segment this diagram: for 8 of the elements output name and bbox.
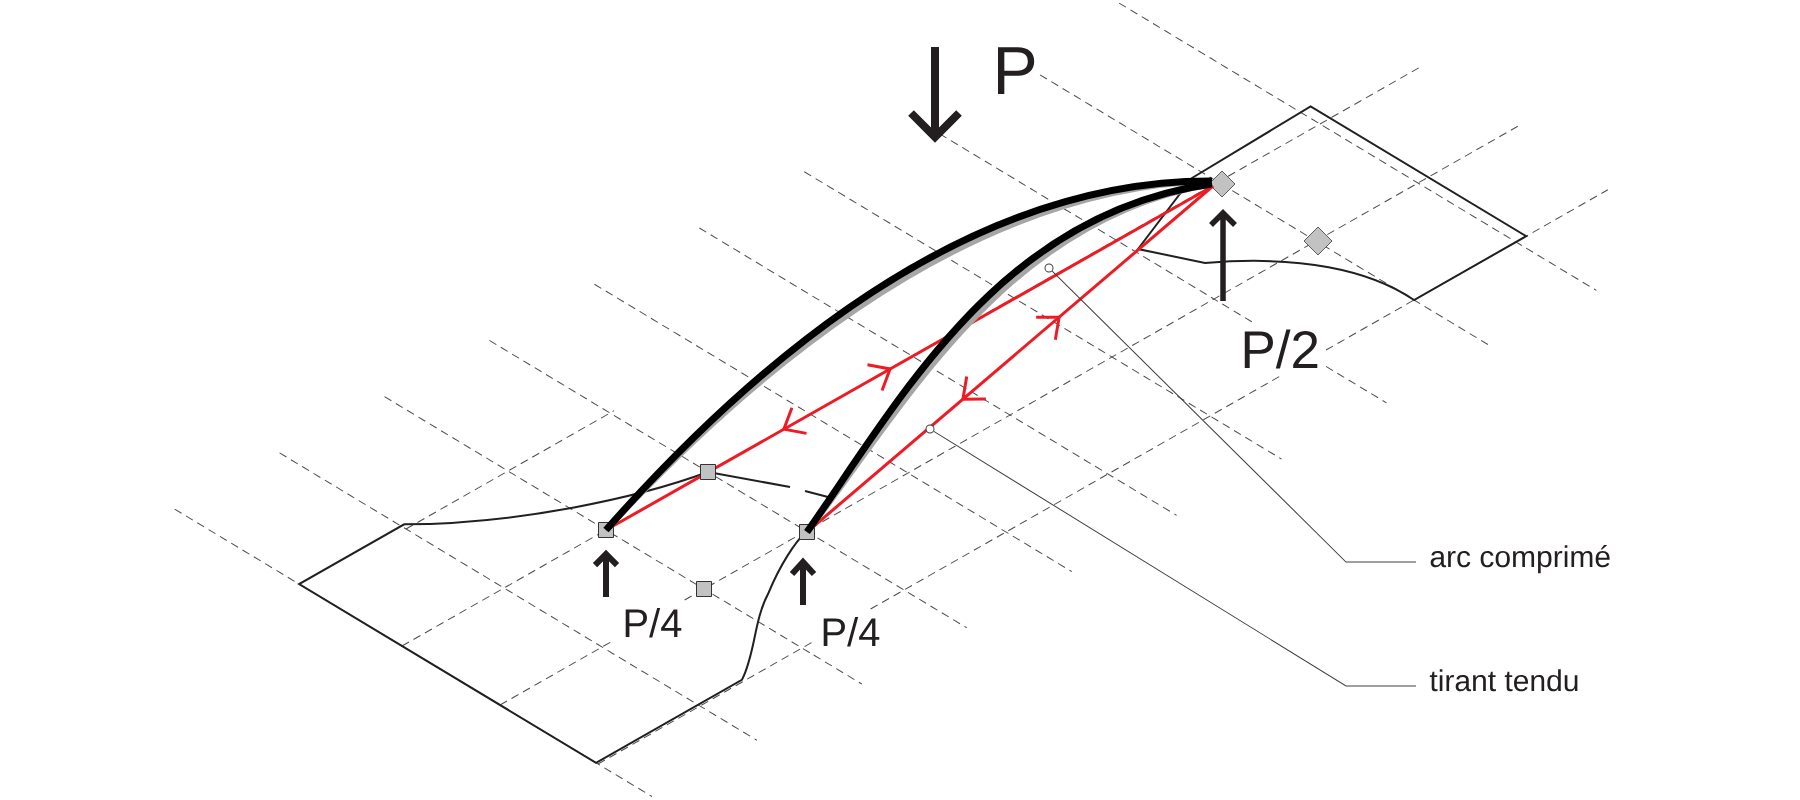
force-label: P/2 xyxy=(1244,329,1318,369)
leader-line xyxy=(1051,270,1417,563)
force-label: P/4 xyxy=(823,617,880,647)
callout-label: tirant tendu xyxy=(1429,669,1578,692)
force-label: P/4 xyxy=(625,608,682,638)
callout-label: arc comprimé xyxy=(1430,544,1610,574)
leader-line xyxy=(933,430,1417,687)
force-label: P xyxy=(998,47,1035,94)
